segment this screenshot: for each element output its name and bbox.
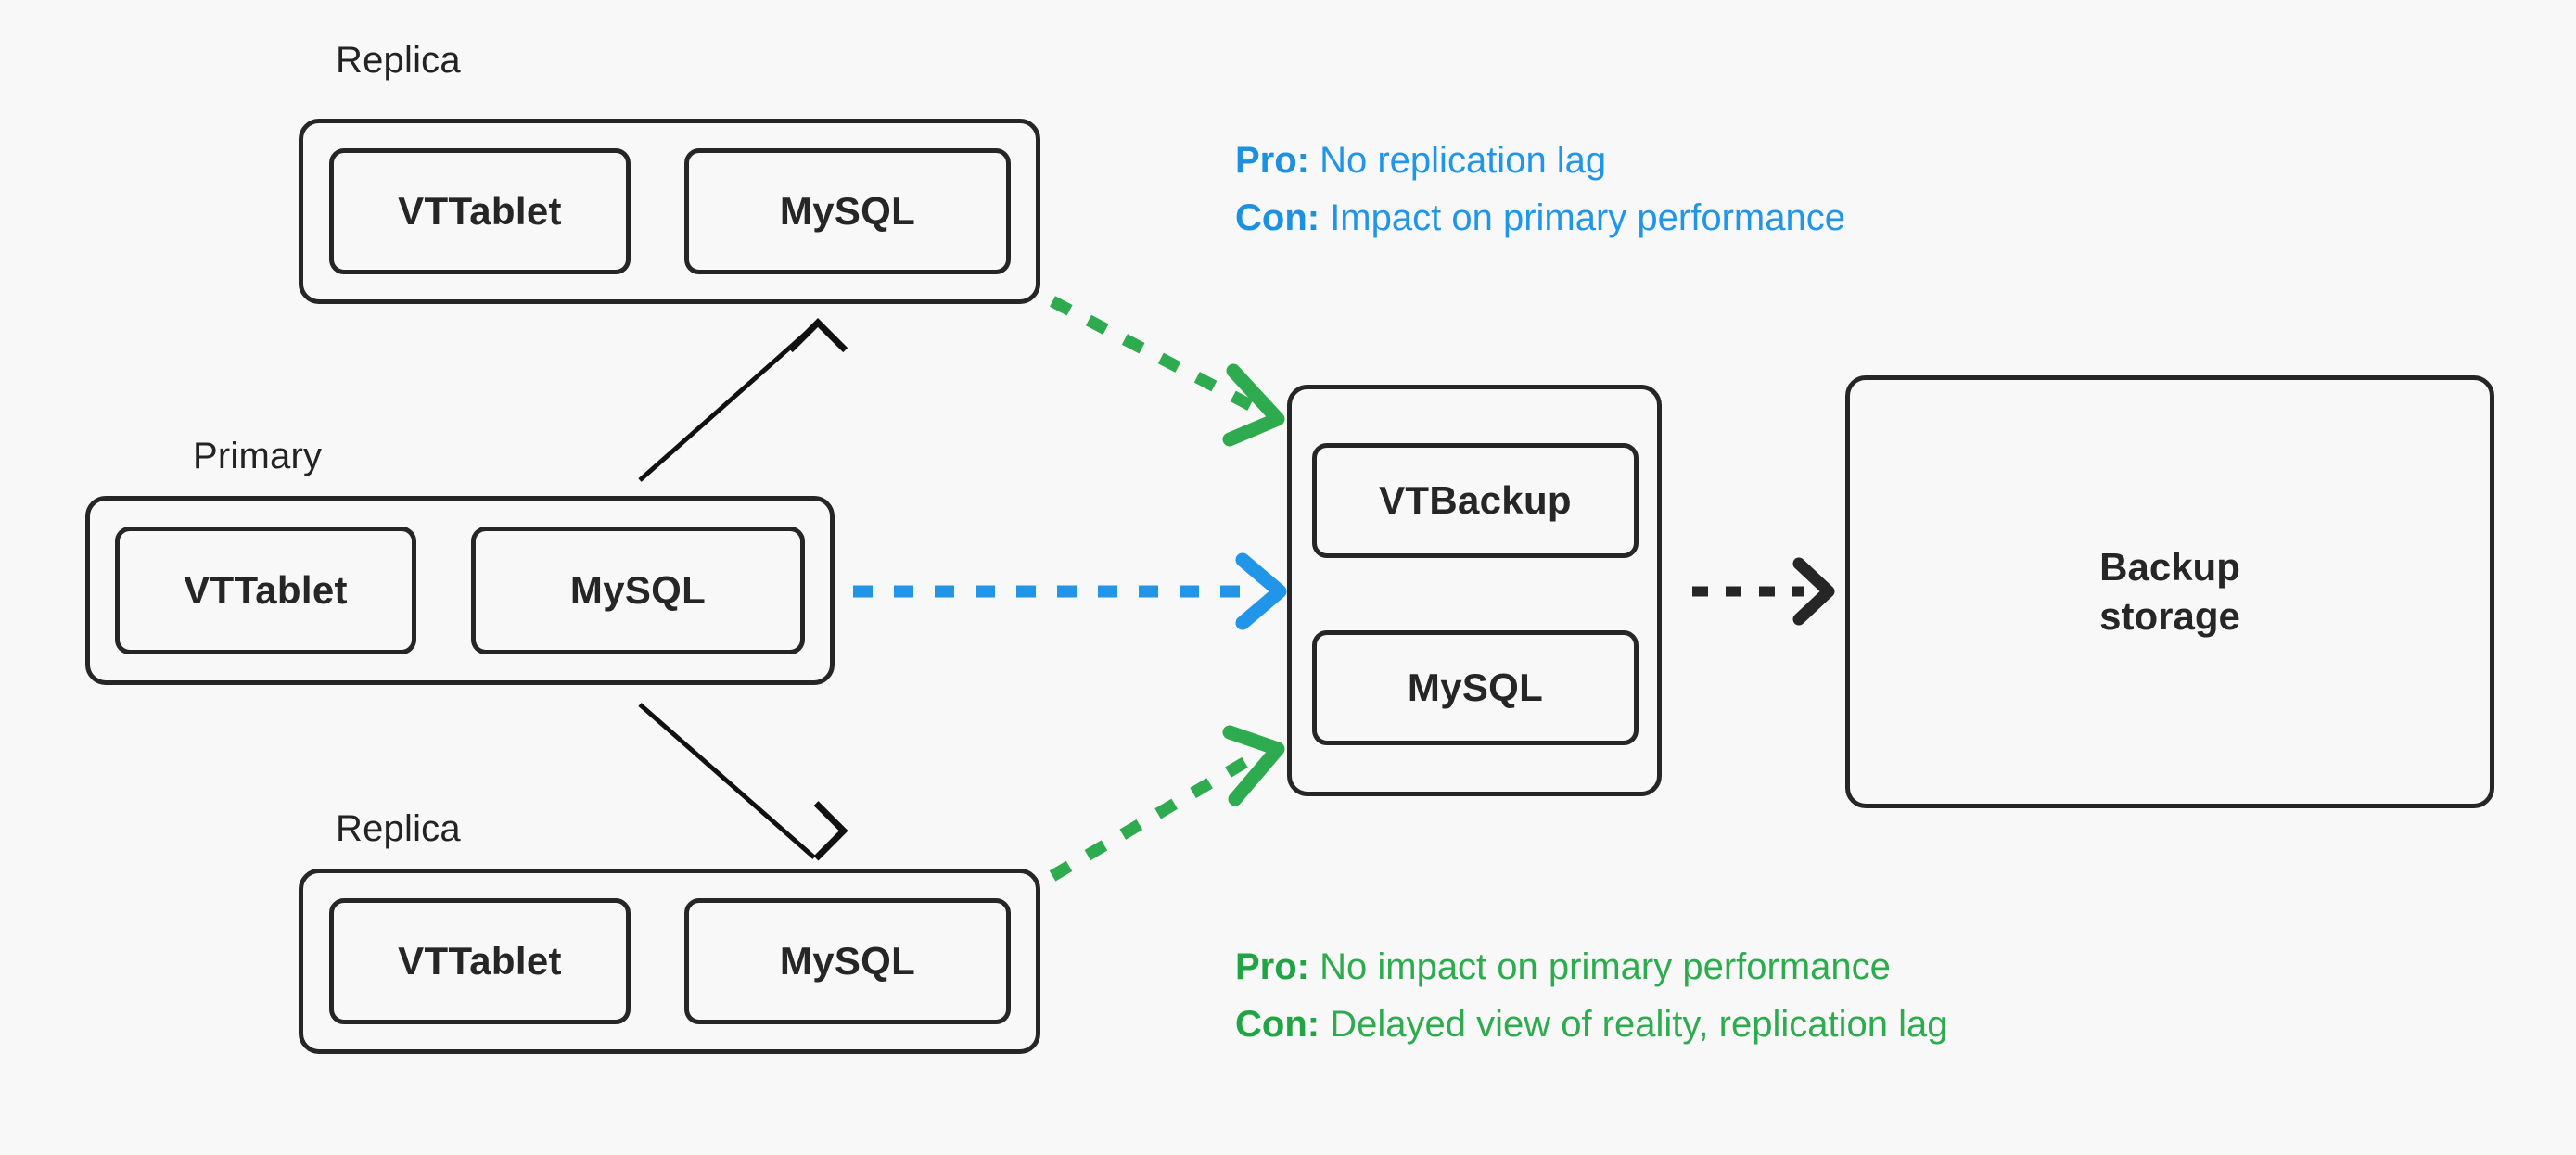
backup-storage-box[interactable]: Backup storage [1845, 375, 2494, 808]
vtbackup-mysql-box[interactable]: MySQL [1312, 630, 1639, 745]
annotation-bottom-pro-text: No impact on primary performance [1309, 946, 1891, 987]
replica-top-mysql[interactable]: MySQL [684, 148, 1011, 274]
vtbackup-box[interactable]: VTBackup [1312, 443, 1639, 558]
primary-mysql[interactable]: MySQL [471, 527, 805, 654]
replica-bottom-mysql[interactable]: MySQL [684, 898, 1011, 1024]
replica-bottom-label: Replica [336, 808, 461, 849]
backup-storage-line2: storage [2099, 593, 2240, 638]
annotation-top-con-text: Impact on primary performance [1320, 197, 1845, 238]
annotation-bottom-con: Con: Delayed view of reality, replicatio… [1235, 996, 1947, 1053]
edge-vtbackup-to-storage [1692, 557, 1835, 626]
annotation-bottom: Pro: No impact on primary performance Co… [1235, 938, 1947, 1053]
edge-replica-bottom-to-vtbackup [1049, 725, 1285, 882]
annotation-bottom-pro: Pro: No impact on primary performance [1235, 938, 1947, 996]
replica-bottom-vttablet[interactable]: VTTablet [329, 898, 631, 1024]
edge-primary-to-replica-top [638, 318, 848, 482]
annotation-top-con: Con: Impact on primary performance [1235, 189, 1845, 247]
edge-primary-to-replica-bottom [638, 703, 848, 861]
primary-label: Primary [193, 436, 323, 476]
annotation-top-con-lead: Con: [1235, 197, 1320, 238]
annotation-bottom-con-text: Delayed view of reality, replication lag [1320, 1004, 1948, 1045]
replica-top-vttablet[interactable]: VTTablet [329, 148, 631, 274]
primary-vttablet[interactable]: VTTablet [115, 527, 416, 654]
backup-storage-line1: Backup [2099, 545, 2240, 589]
annotation-bottom-pro-lead: Pro: [1235, 946, 1309, 987]
replica-top-label: Replica [336, 40, 461, 81]
annotation-top-pro-lead: Pro: [1235, 140, 1309, 181]
annotation-top-pro: Pro: No replication lag [1235, 132, 1845, 189]
annotation-top: Pro: No replication lag Con: Impact on p… [1235, 132, 1845, 247]
edge-replica-top-to-vtbackup [1049, 296, 1285, 447]
edge-primary-to-vtbackup [853, 552, 1287, 630]
annotation-bottom-con-lead: Con: [1235, 1004, 1320, 1045]
annotation-top-pro-text: No replication lag [1309, 140, 1607, 181]
